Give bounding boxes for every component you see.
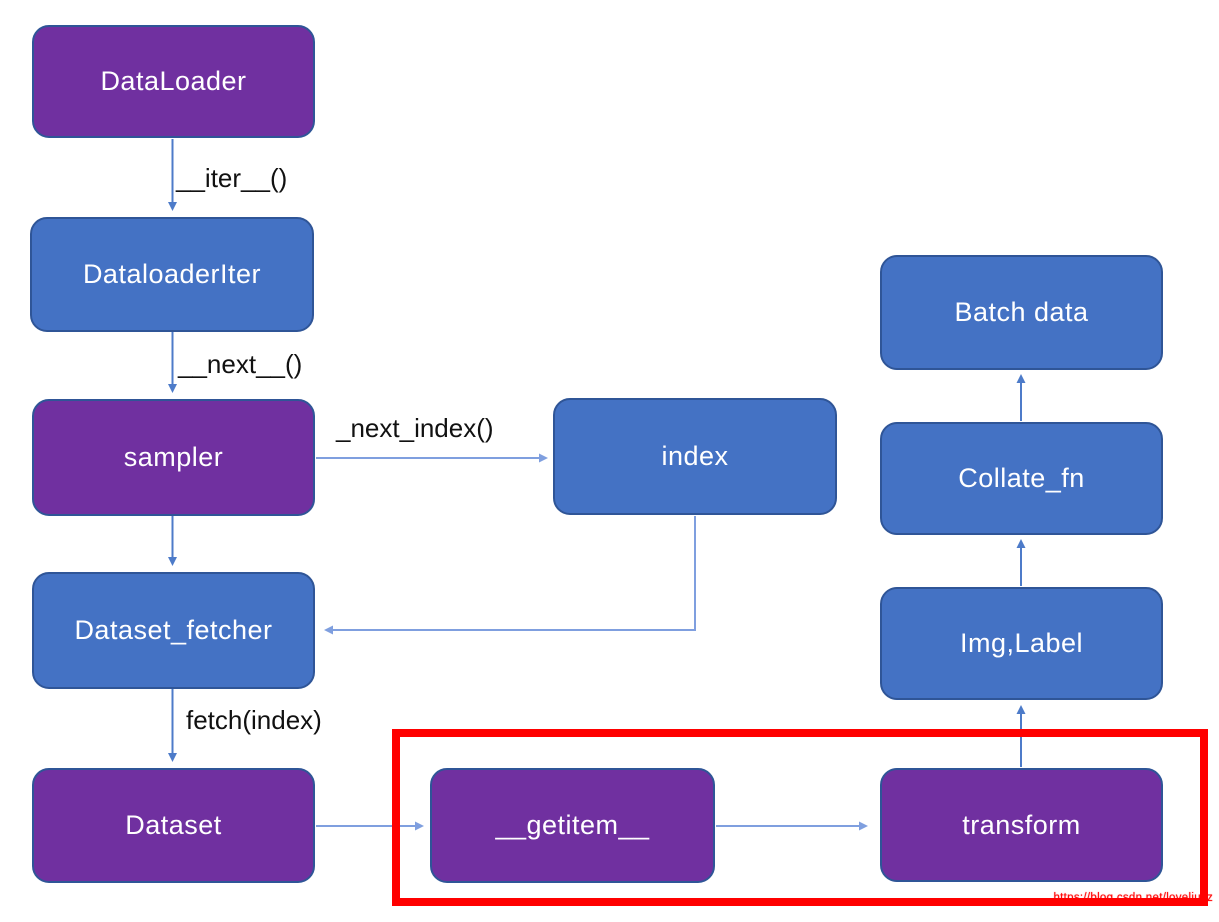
node-sampler: sampler xyxy=(32,399,315,516)
node-batch-data: Batch data xyxy=(880,255,1163,370)
edge-label-iter: __iter__() xyxy=(176,163,288,193)
node-img-label: Img,Label xyxy=(880,587,1163,700)
node-dataset-label: Dataset xyxy=(125,810,222,840)
node-collate-fn: Collate_fn xyxy=(880,422,1163,535)
watermark-text: https://blog.csdn.net/loveliuzz xyxy=(1053,892,1213,904)
edge-label-next-index: _next_index() xyxy=(336,413,494,443)
edge-label-next: __next__() xyxy=(178,349,303,379)
node-img-label-label: Img,Label xyxy=(959,628,1084,658)
node-dataloaderiter: DataloaderIter xyxy=(30,217,314,332)
arrow-index-to-datasetfetcher xyxy=(324,516,696,635)
node-batch-data-label: Batch data xyxy=(954,297,1089,327)
node-dataloader-label: DataLoader xyxy=(100,66,247,96)
node-transform-label: transform xyxy=(962,809,1081,840)
edge-label-fetch: fetch(index) xyxy=(186,705,322,735)
node-index-label: index xyxy=(661,441,729,471)
node-collate-fn-label: Collate_fn xyxy=(958,463,1085,493)
node-dataset-fetcher: Dataset_fetcher xyxy=(32,572,315,689)
node-getitem: __getitem__ xyxy=(430,768,715,883)
node-transform: transform xyxy=(880,768,1163,882)
node-index: index xyxy=(553,398,837,515)
node-dataloader: DataLoader xyxy=(32,25,315,138)
node-sampler-label: sampler xyxy=(123,442,224,472)
node-dataloaderiter-label: DataloaderIter xyxy=(82,259,262,289)
node-dataset-fetcher-label: Dataset_fetcher xyxy=(74,615,273,645)
node-getitem-label: __getitem__ xyxy=(495,810,650,840)
highlight-rectangle xyxy=(392,729,1208,906)
node-dataset: Dataset xyxy=(32,768,315,883)
